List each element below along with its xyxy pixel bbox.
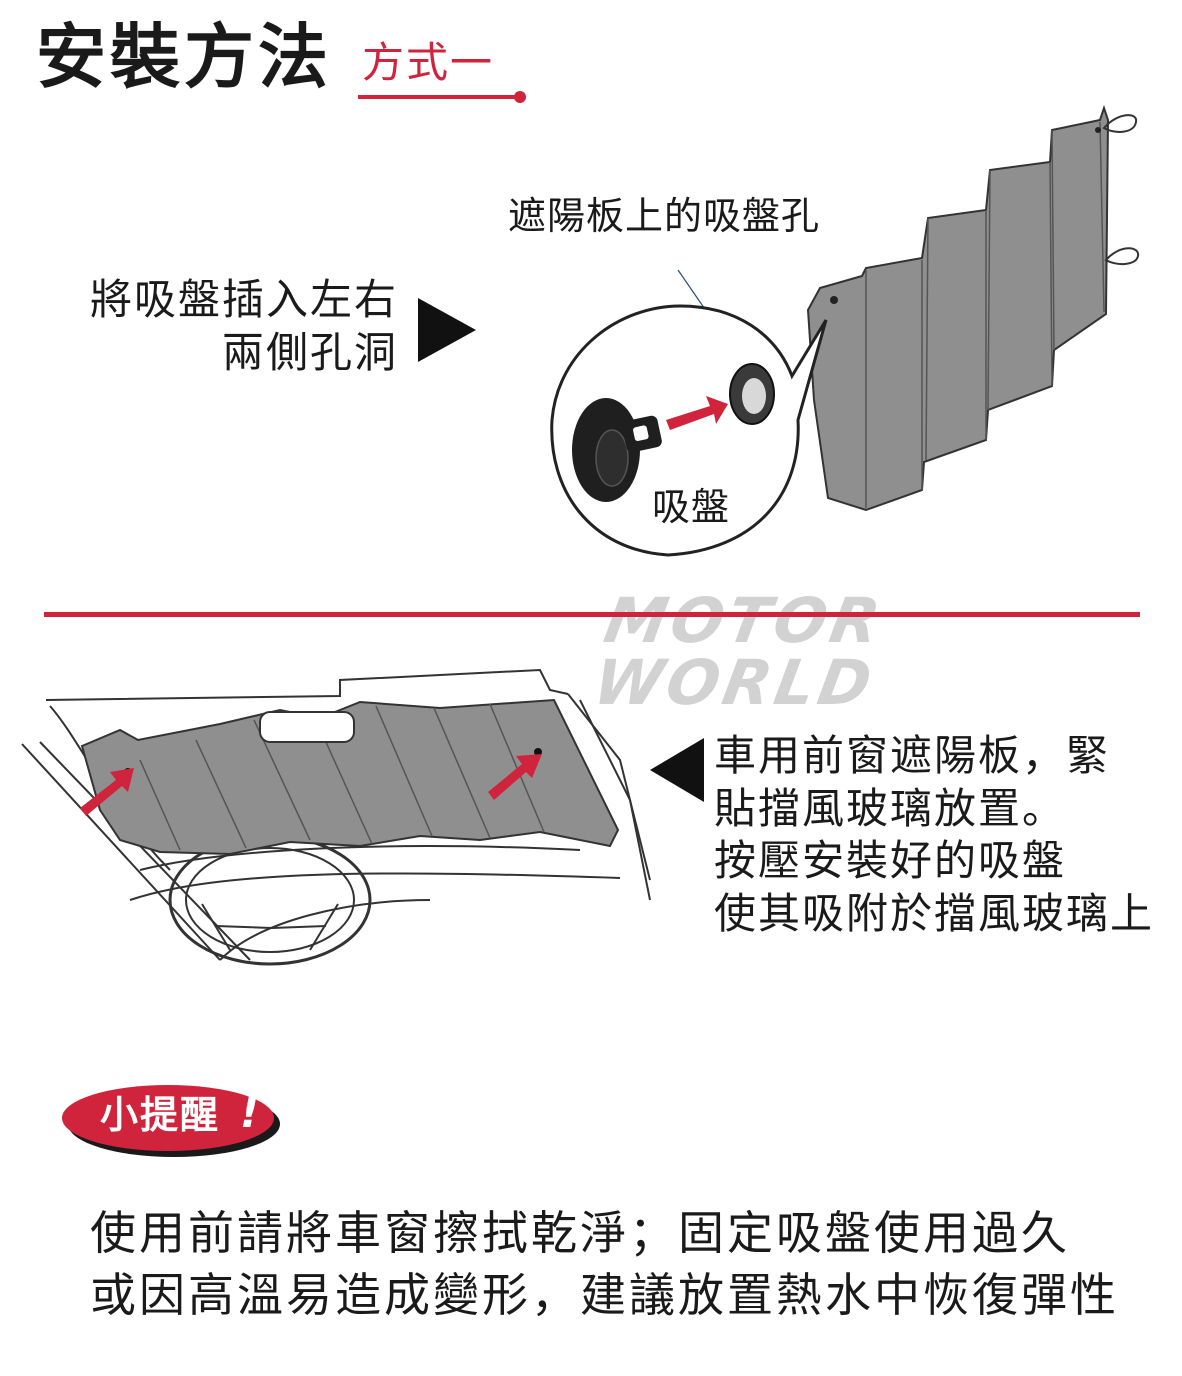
method-underline: [358, 95, 520, 99]
suction-cup-icon: [550, 269, 828, 557]
arrow-right-icon: [418, 298, 476, 362]
sunshade-icon: [806, 104, 1140, 512]
step2-instruction: 車用前窗遮陽板，緊 貼擋風玻璃放置。 按壓安裝好的吸盤 使其吸附於擋風玻璃上: [714, 730, 1174, 940]
tip-label: 小提醒: [100, 1093, 221, 1137]
step2-line-2: 貼擋風玻璃放置。: [714, 783, 1067, 833]
tip-text: 使用前請將車窗擦拭乾淨；固定吸盤使用過久 或因高溫易造成變形，建議放置熱水中恢復…: [90, 1202, 1170, 1326]
step2-line-3: 按壓安裝好的吸盤: [714, 836, 1067, 885]
windshield-icon: [21, 668, 651, 966]
tip-badge: [62, 1085, 280, 1157]
suction-label: 吸盤: [652, 485, 731, 529]
exclamation-icon: !: [240, 1088, 260, 1137]
tip-line-1: 使用前請將車窗擦拭乾淨；固定吸盤使用過久: [90, 1206, 1070, 1260]
hole-label: 遮陽板上的吸盤孔: [508, 194, 821, 238]
step1-instruction: 將吸盤插入左右 兩側孔洞: [48, 274, 398, 379]
tip-line-2: 或因高溫易造成變形，建議放置熱水中恢復彈性: [90, 1268, 1119, 1323]
method-label: 方式一: [362, 38, 495, 87]
step1-line-2: 兩側孔洞: [221, 327, 398, 377]
step1-line-1: 將吸盤插入左右: [89, 275, 398, 324]
section-divider: [44, 612, 1140, 617]
watermark: MOTOR WORLD: [588, 584, 890, 719]
step2-line-1: 車用前窗遮陽板，緊: [714, 731, 1111, 780]
step2-line-4: 使其吸附於擋風玻璃上: [714, 888, 1155, 938]
arrow-left-icon: [650, 738, 704, 802]
page-title: 安裝方法: [36, 16, 332, 98]
method-underline-dot: [514, 91, 526, 103]
